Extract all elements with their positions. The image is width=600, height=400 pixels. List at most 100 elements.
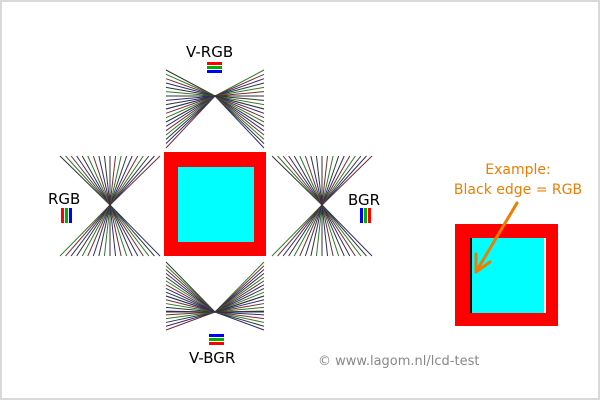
example-arrow-icon <box>474 201 519 274</box>
bgr-label: BGR <box>348 191 381 209</box>
fan-line <box>321 155 345 206</box>
fan-line <box>109 204 144 257</box>
right-fan-pattern <box>271 155 373 257</box>
fan-line <box>214 276 265 313</box>
fan-line <box>76 155 111 206</box>
fan-line <box>109 155 133 206</box>
fan-line <box>165 280 216 313</box>
fan-line <box>315 204 323 257</box>
fan-line <box>271 204 323 257</box>
fan-line <box>87 204 111 257</box>
v-rgb-swatch-icon <box>207 62 222 73</box>
fan-line <box>214 95 265 145</box>
fan-line <box>165 91 216 97</box>
example-cyan-square <box>472 238 544 313</box>
fan-line <box>81 204 111 257</box>
rgb-label: RGB <box>48 190 81 208</box>
fan-line <box>109 155 150 206</box>
fan-line <box>109 204 150 257</box>
fan-line <box>165 95 216 140</box>
fan-line <box>109 155 144 206</box>
center-cyan-square <box>178 167 254 242</box>
fan-line <box>321 204 356 257</box>
fan-line <box>165 311 216 331</box>
fan-line <box>214 280 265 313</box>
fan-line <box>321 204 345 257</box>
fan-line <box>288 155 323 206</box>
fan-line <box>65 155 111 206</box>
fan-line <box>321 204 367 257</box>
example-black-edge <box>470 238 472 313</box>
fan-line <box>214 95 265 123</box>
fan-line <box>214 284 265 313</box>
fan-line <box>214 95 265 127</box>
fan-line <box>310 155 323 206</box>
fan-line <box>214 95 265 149</box>
fan-line <box>214 287 265 313</box>
fan-line <box>214 78 265 97</box>
fan-line <box>321 155 340 206</box>
fan-line <box>109 155 128 206</box>
fan-line <box>321 204 340 257</box>
fan-line <box>214 95 265 106</box>
fan-line <box>321 204 373 257</box>
fan-line <box>165 95 216 136</box>
fan-line <box>165 95 216 114</box>
fan-line <box>214 311 265 331</box>
fan-line <box>214 303 265 313</box>
fan-line <box>109 204 139 257</box>
fan-line <box>81 155 111 206</box>
fan-line <box>165 291 216 313</box>
fan-line <box>214 95 265 132</box>
fan-line <box>293 155 323 206</box>
fan-line <box>214 95 265 119</box>
fan-line <box>109 204 133 257</box>
fan-line <box>165 95 216 149</box>
fan-line <box>109 204 122 257</box>
fan-line <box>321 204 362 257</box>
fan-line <box>103 155 111 206</box>
fan-line <box>109 204 117 257</box>
fan-line <box>214 311 265 320</box>
fan-line <box>277 204 323 257</box>
fan-line <box>293 204 323 257</box>
fan-line <box>92 204 111 257</box>
fan-line <box>321 155 334 206</box>
fan-line <box>165 276 216 313</box>
fan-line <box>165 311 216 323</box>
fan-line <box>109 155 122 206</box>
fan-line <box>214 299 265 313</box>
fan-line <box>59 204 111 257</box>
fan-line <box>165 299 216 313</box>
fan-line <box>299 204 323 257</box>
fan-line <box>321 204 329 257</box>
fan-line <box>76 204 111 257</box>
bottom-fan-pattern <box>165 261 265 331</box>
fan-line <box>321 155 356 206</box>
fan-line <box>214 91 265 97</box>
fan-line <box>321 155 329 206</box>
fan-line <box>92 155 111 206</box>
bgr-swatch-icon <box>360 208 371 223</box>
fan-line <box>304 155 323 206</box>
fan-line <box>165 95 216 101</box>
fan-line <box>70 155 111 206</box>
fan-line <box>165 78 216 97</box>
fan-line <box>103 204 111 257</box>
credit-link[interactable]: © www.lagom.nl/lcd-test <box>318 354 480 369</box>
fan-line <box>165 95 216 106</box>
fan-line <box>214 311 265 323</box>
fan-line <box>165 295 216 313</box>
fan-line <box>165 95 216 110</box>
fan-line <box>70 204 111 257</box>
fan-line <box>165 303 216 313</box>
fan-line <box>214 311 265 327</box>
fan-line <box>165 311 216 327</box>
rgb-swatch-icon <box>61 208 72 223</box>
v-bgr-swatch-icon <box>209 334 224 345</box>
fan-line <box>214 69 265 97</box>
top-fan-pattern <box>165 69 265 149</box>
fan-line <box>321 155 367 206</box>
